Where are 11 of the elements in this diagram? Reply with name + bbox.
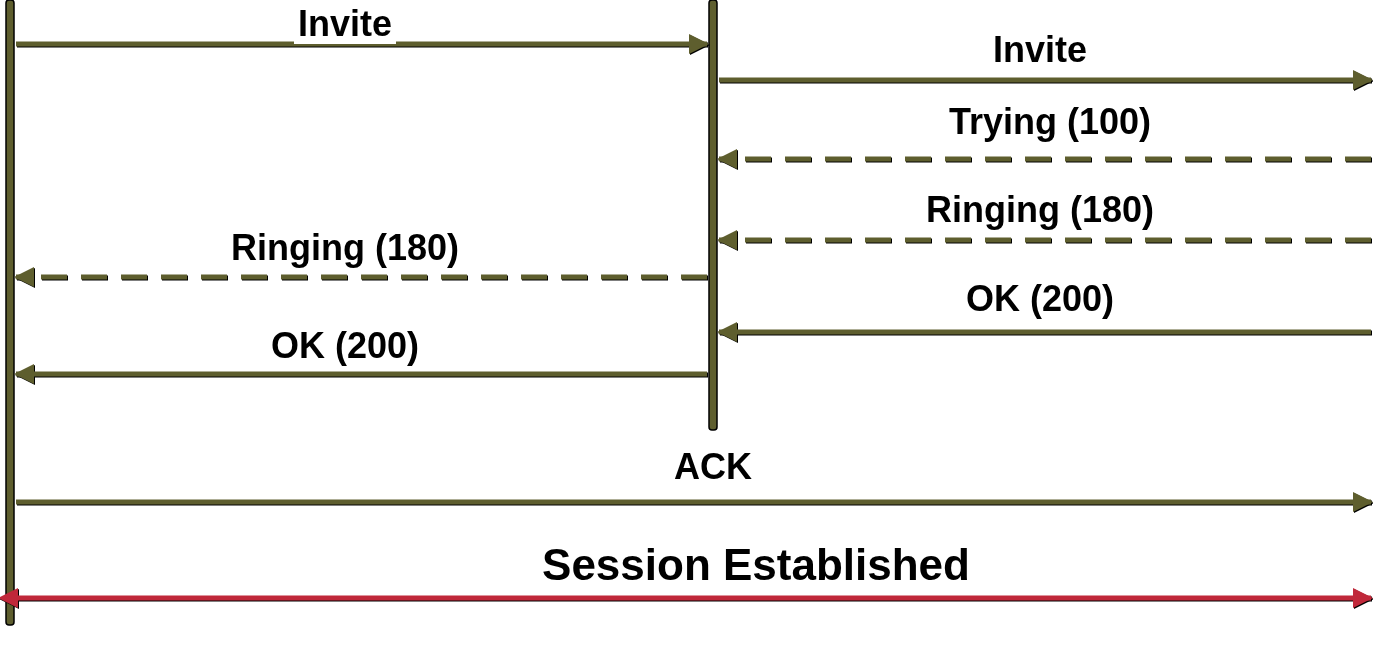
- arrow: [0, 588, 1373, 608]
- arrow: [719, 70, 1373, 90]
- arrow: [717, 230, 1371, 250]
- lifeline-bar: [708, 0, 718, 431]
- arrow: [16, 34, 709, 54]
- arrow: [717, 149, 1371, 169]
- arrow: [14, 267, 707, 287]
- lifeline-bar: [5, 0, 15, 626]
- arrow: [16, 492, 1373, 512]
- arrow: [717, 322, 1371, 342]
- arrow: [14, 364, 707, 384]
